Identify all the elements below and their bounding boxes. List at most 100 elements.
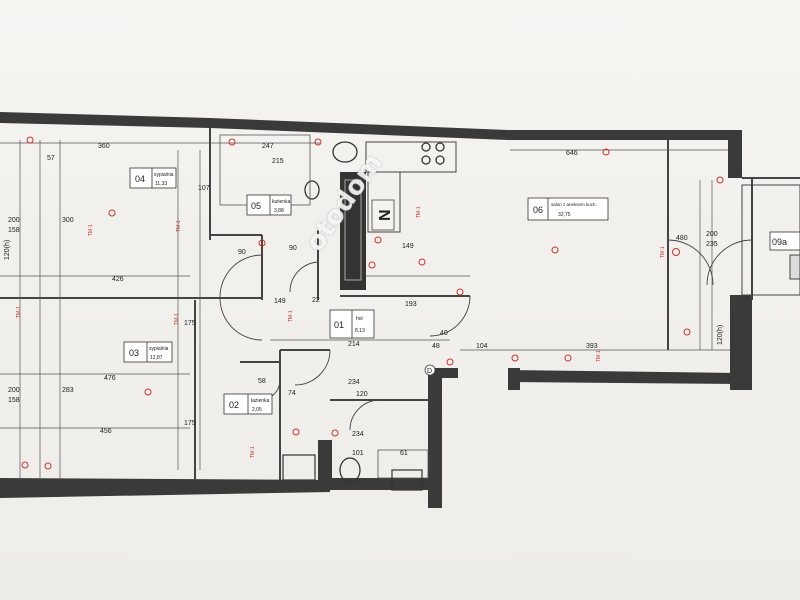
wall-bottom-middle: [330, 478, 438, 490]
wall-bottom-corner: [508, 368, 520, 390]
wall-bottom-left: [0, 478, 330, 498]
dim-300: 300: [62, 217, 74, 224]
tm-label: TM-1: [174, 313, 180, 325]
dim-200-c: 200: [706, 231, 718, 238]
dim-214: 214: [348, 341, 360, 348]
outlet-icon: [368, 261, 376, 269]
outlet-icon: [418, 258, 426, 266]
tm-label: TM-1: [660, 246, 666, 258]
svg-text:03: 03: [129, 348, 139, 358]
svg-text:02: 02: [229, 400, 239, 410]
door-swings: [219, 239, 753, 431]
section-marker-d: D: [424, 364, 436, 376]
outlet-icon: [564, 354, 572, 362]
tm-label: TM-1: [16, 306, 22, 318]
dim-426: 426: [112, 276, 124, 283]
room-label-03: 03 sypialnia 12,87: [123, 341, 173, 363]
outlet-icon: [108, 209, 116, 217]
wall-step-vertical: [428, 368, 442, 508]
wall-top-right: [508, 130, 740, 140]
room-labels: 04 sypialnia 11,33 05 łazienka 3,88 06 s…: [123, 167, 800, 415]
dim-456: 456: [100, 428, 112, 435]
dim-158-b: 158: [8, 397, 20, 404]
dim-104: 104: [476, 343, 488, 350]
svg-text:łazienka: łazienka: [272, 199, 291, 205]
tm-label: TM-1: [416, 206, 422, 218]
wall-top-middle: [210, 118, 508, 140]
room-label-09a: 09a: [769, 231, 800, 251]
door-balcony-b: [706, 239, 753, 286]
dim-360: 360: [98, 143, 110, 150]
svg-text:sypialnia: sypialnia: [154, 172, 174, 178]
dim-48: 48: [432, 343, 440, 350]
dim-101: 101: [352, 450, 364, 457]
room-label-02: 02 łazienka 2,05: [223, 393, 273, 415]
dimension-labels: 360 247 215 646 57 107 200 158 300 426 9…: [8, 143, 718, 457]
dimension-lines: [0, 140, 730, 480]
dim-90-b: 90: [289, 245, 297, 252]
wall-top-left: [0, 112, 210, 128]
svg-text:06: 06: [533, 205, 543, 215]
outlet-icon: [292, 428, 300, 436]
outer-walls: [0, 112, 752, 508]
dim-247: 247: [262, 143, 274, 150]
door-bath-lower: [349, 399, 381, 431]
dim-476: 476: [104, 375, 116, 382]
svg-text:3,88: 3,88: [274, 208, 284, 214]
svg-text:łazienka: łazienka: [251, 398, 270, 404]
wall-right-upper: [728, 130, 742, 178]
dim-90-a: 90: [238, 249, 246, 256]
outlet-icon: [44, 462, 52, 470]
dim-480: 480: [676, 235, 688, 242]
svg-text:2,05: 2,05: [252, 407, 262, 413]
shower-icon: [377, 449, 429, 479]
dim-22: 22: [312, 297, 320, 304]
interior-walls: [0, 128, 800, 480]
washer-icon: [391, 469, 423, 491]
outlet-icon: [683, 328, 691, 336]
svg-text:salon z aneksem kuch.: salon z aneksem kuch.: [551, 202, 597, 207]
dim-158-a: 158: [8, 227, 20, 234]
svg-text:32,75: 32,75: [558, 212, 571, 218]
stove-icon: [421, 142, 445, 165]
door-kitchen: [429, 295, 471, 337]
tm-label: TM-1: [596, 350, 602, 362]
dim-side-left: 120(h): [4, 240, 11, 260]
outlet-icon: [716, 176, 724, 184]
outlet-icon: [228, 138, 236, 146]
tm-label: TM-1: [176, 220, 182, 232]
svg-text:N: N: [377, 209, 394, 221]
door-entrance: [294, 349, 331, 386]
kitchen-sink-unit: [367, 171, 401, 233]
dim-234-a: 234: [348, 379, 360, 386]
outlet-icon: [331, 429, 339, 437]
outlet-icon: [26, 136, 34, 144]
dim-235: 235: [706, 241, 718, 248]
room-label-01: 01 hol 8,13: [329, 309, 375, 339]
outlet-icon: [446, 358, 454, 366]
svg-text:8,13: 8,13: [355, 328, 365, 334]
tm-label: TM-1: [250, 446, 256, 458]
outlet-icon: [602, 148, 610, 156]
svg-text:12,87: 12,87: [150, 355, 163, 361]
dim-61: 61: [400, 450, 408, 457]
outlet-icon: [551, 246, 559, 254]
sink-icon: [332, 141, 358, 163]
dim-120: 120: [356, 391, 368, 398]
dim-74: 74: [288, 390, 296, 397]
door-balcony-a: [667, 239, 714, 286]
dim-175-b: 175: [184, 420, 196, 427]
svg-text:11,33: 11,33: [155, 181, 167, 187]
outlet-icon: [258, 239, 266, 247]
toilet-lower-icon: [339, 457, 361, 483]
dim-107: 107: [198, 185, 210, 192]
dim-40: 40: [440, 330, 448, 337]
dim-215: 215: [272, 158, 284, 165]
dim-393: 393: [586, 343, 598, 350]
svg-text:01: 01: [334, 320, 344, 330]
outlet-icon: [374, 236, 382, 244]
fixtures: [219, 134, 800, 491]
dim-175-a: 175: [184, 320, 196, 327]
